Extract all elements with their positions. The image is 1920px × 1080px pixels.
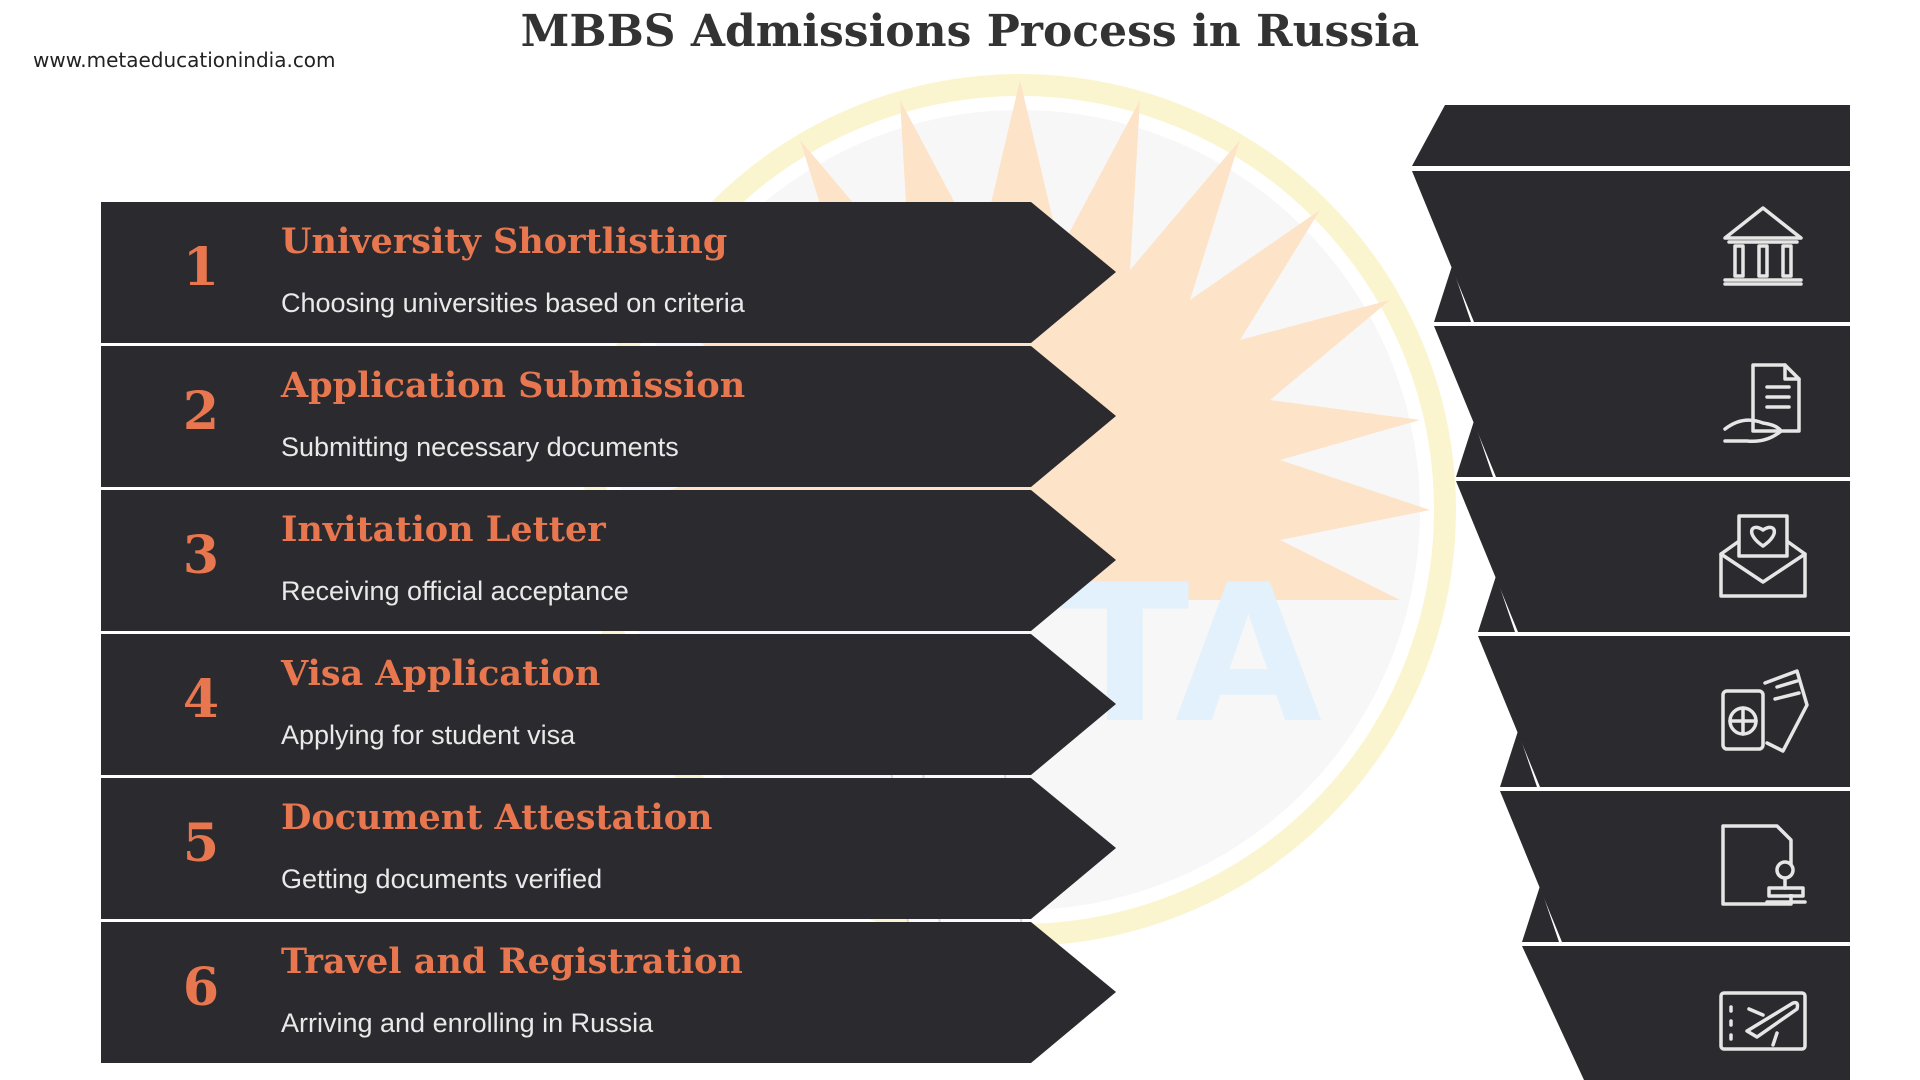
step-number: 4 [182, 669, 220, 730]
step-description: Getting documents verified [281, 864, 603, 894]
right-panel-notch-1 [1434, 266, 1471, 322]
step-title: University Shortlisting [281, 221, 728, 262]
step-description: Receiving official acceptance [281, 576, 629, 606]
step-number: 3 [182, 525, 220, 586]
step-arrow-shape [101, 778, 1116, 919]
step-description: Applying for student visa [281, 720, 576, 750]
step-description: Arriving and enrolling in Russia [281, 1008, 654, 1038]
step-title: Visa Application [281, 653, 601, 694]
step-number: 1 [182, 237, 220, 298]
step-description: Submitting necessary documents [281, 432, 679, 462]
right-panel-band-6 [1522, 946, 1850, 1080]
document-in-hand-icon [1723, 363, 1801, 444]
page-title: MBBS Admissions Process in Russia [520, 6, 1420, 57]
airplane-ticket-icon [1719, 991, 1807, 1051]
university-building-icon [1723, 206, 1803, 286]
step-arrow-shape [101, 490, 1116, 631]
heart-envelope-icon [1719, 514, 1807, 598]
document-stamp-icon [1721, 824, 1807, 906]
step-title: Document Attestation [281, 797, 713, 838]
step-arrow-shape [101, 922, 1116, 1063]
right-panel-notch-2 [1456, 421, 1493, 477]
step-arrow-shape [101, 346, 1116, 487]
passport-ticket-icon [1721, 669, 1809, 753]
website-url[interactable]: www.metaeducationindia.com [33, 48, 336, 72]
right-panel-notch-3 [1478, 576, 1515, 632]
right-panel-band-4 [1478, 636, 1850, 787]
step-number: 6 [182, 957, 220, 1018]
svg-text:TA: TA [1060, 544, 1322, 765]
right-panel-notch-4 [1500, 731, 1537, 787]
step-arrow-shape [101, 202, 1116, 343]
right-panel-band-3 [1456, 481, 1850, 632]
right-panel-notch-5 [1522, 886, 1559, 942]
step-number: 5 [182, 813, 220, 874]
step-title: Application Submission [281, 365, 746, 406]
right-panel-band-2 [1434, 326, 1850, 477]
step-title: Invitation Letter [281, 509, 606, 550]
step-description: Choosing universities based on criteria [281, 288, 745, 318]
step-title: Travel and Registration [281, 941, 743, 982]
right-panel-icons [1719, 206, 1809, 1051]
right-panel-top [1412, 105, 1850, 166]
step-number: 2 [182, 381, 220, 442]
step-arrow-shape [101, 634, 1116, 775]
